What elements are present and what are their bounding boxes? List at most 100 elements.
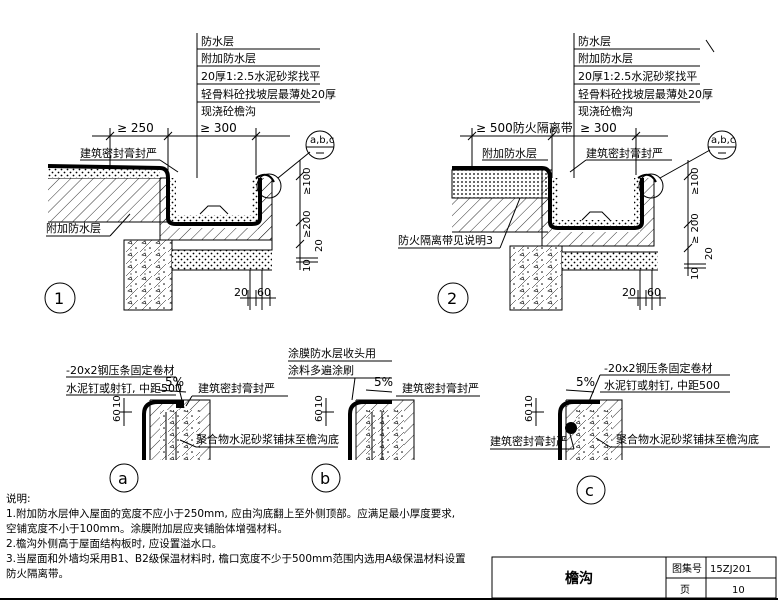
dim-label: ≥ 200 xyxy=(690,213,701,244)
detail-number-circle xyxy=(44,282,76,314)
dim-label: ≥ 500防火隔离带 xyxy=(476,120,573,135)
dim-label: 10 xyxy=(690,267,701,280)
dim-label: 20 xyxy=(314,239,325,252)
detail-label: -20x2钢压条固定卷材 xyxy=(604,361,712,375)
dimension-top-2: ≥ 500防火隔离带 ≥ 300 xyxy=(460,120,668,175)
dim-label: 20 xyxy=(622,286,636,299)
beam xyxy=(562,252,658,270)
detail-letter-circle xyxy=(576,475,606,505)
sealant-label: 建筑密封膏封严 xyxy=(490,434,567,448)
layer-label: 现浇砼檐沟 xyxy=(201,104,256,118)
dimension-right-2: ≥100 ≥ 200 20 10 xyxy=(683,160,715,280)
extra-layer-label: 附加防水层 xyxy=(46,221,101,235)
dim-label: 20 xyxy=(234,286,248,299)
detail-2: 防水层 附加防水层 20厚1:2.5水泥砂浆找平 轻骨料砼找坡层最薄处20厚 现… xyxy=(398,33,737,314)
mortar-label: 聚合物水泥砂浆铺抹至檐沟底 xyxy=(616,432,759,446)
sealant-bead xyxy=(565,422,577,434)
dimension-right-1: ≥100 ≥200 20 10 xyxy=(295,160,325,272)
gutter-screed xyxy=(170,178,258,222)
dim-label: ≥100 xyxy=(302,168,313,195)
drawing-title: 檐沟 xyxy=(565,570,593,587)
column xyxy=(510,246,562,310)
title-block: 檐沟 图集号 15ZJ201 页 10 xyxy=(491,556,777,599)
notes: 说明: 1.附加防水层伸入屋面的宽度不应小于250mm, 应由沟底翻上至外侧顶部… xyxy=(6,492,476,582)
dim-label: ≥ 300 xyxy=(580,121,617,135)
callout-bubble xyxy=(305,130,335,160)
roof-slab xyxy=(452,198,548,232)
note-line: 3.当屋面和外墙均采用B1、B2级保温材料时, 檐口宽度不少于500mm范围内选… xyxy=(6,553,466,565)
detail-1: 防水层 附加防水层 20厚1:2.5水泥砂浆找平 轻骨料砼找坡层最薄处20厚 现… xyxy=(44,33,336,314)
detail-callout-circle xyxy=(638,173,664,199)
dim-label: 10 xyxy=(302,259,313,272)
dim-label: 60 xyxy=(647,286,661,299)
dimension-top-1: ≥ 250 ≥ 300 xyxy=(92,121,290,175)
membrane xyxy=(47,164,161,170)
dim-label: 10 xyxy=(314,395,325,408)
sealant-label: 建筑密封膏封严 xyxy=(586,146,663,160)
dim-label: 60 xyxy=(257,286,271,299)
callout-text: a,b,c xyxy=(711,135,735,146)
detail-label: 水泥钉或射钉, 中距500 xyxy=(66,381,182,395)
detail-label: 涂料多遍涂刷 xyxy=(288,363,354,377)
beam xyxy=(172,250,272,270)
sealant-label: 建筑密封膏封严 xyxy=(198,381,275,395)
atlas-value: 15ZJ201 xyxy=(710,564,752,575)
detail-letter: b xyxy=(320,469,330,488)
layer-label: 防水层 xyxy=(201,34,234,48)
layer-label: 现浇砼檐沟 xyxy=(578,104,633,118)
layer-label: 附加防水层 xyxy=(578,51,633,65)
dim-label: ≥ 300 xyxy=(200,121,237,135)
layer-list-2: 防水层 附加防水层 20厚1:2.5水泥砂浆找平 轻骨料砼找坡层最薄处20厚 现… xyxy=(574,34,713,118)
slope-label: 5% xyxy=(374,375,393,389)
roof-slab xyxy=(48,178,168,222)
layer-label: 轻骨料砼找坡层最薄处20厚 xyxy=(201,87,336,101)
gutter-concrete xyxy=(542,168,654,246)
dim-label: 60 xyxy=(314,409,325,422)
detail-number: 1 xyxy=(54,289,64,308)
dim-label: ≥200 xyxy=(302,211,313,238)
fire-break-label: 防火隔离带见说明3 xyxy=(398,233,493,247)
column xyxy=(124,240,172,310)
dimension-bottom-1: 20 60 xyxy=(234,286,276,306)
page-label: 页 xyxy=(680,584,690,596)
detail-number: 2 xyxy=(447,289,457,308)
layer-label: 20厚1:2.5水泥砂浆找平 xyxy=(201,69,320,83)
detail-letter-circle xyxy=(311,463,341,493)
detail-b: 涂膜防水层收头用 涂料多遍涂刷 5% 建筑密封膏封严 60 10 b xyxy=(288,346,480,493)
atlas-label: 图集号 xyxy=(672,562,702,575)
callout-bubble xyxy=(707,130,737,160)
note-line: 防火隔离带。 xyxy=(6,568,69,580)
detail-callout-circle xyxy=(256,173,282,199)
detail-label: 涂膜防水层收头用 xyxy=(288,346,376,360)
layer-list-1: 防水层 附加防水层 20厚1:2.5水泥砂浆找平 轻骨料砼找坡层最薄处20厚 现… xyxy=(197,34,336,118)
detail-number-circle xyxy=(437,282,469,314)
callout-text: a,b,c xyxy=(310,135,334,146)
detail-label: -20x2钢压条固定卷材 xyxy=(66,363,174,377)
dim-label: 20 xyxy=(704,247,715,260)
fire-break-band xyxy=(452,170,552,198)
mortar-label: 聚合物水泥砂浆铺抹至檐沟底 xyxy=(196,432,339,446)
note-line: 空铺宽度不小于100mm。涂膜附加层应夹铺胎体增强材料。 xyxy=(6,523,288,535)
layer-label: 防水层 xyxy=(578,34,611,48)
detail-letter: c xyxy=(585,481,594,500)
detail-a: -20x2钢压条固定卷材 水泥钉或射钉, 中距500 5% 建筑密封膏封严 聚合… xyxy=(66,363,339,493)
extra-layer-label: 附加防水层 xyxy=(482,146,537,160)
dim-label: 10 xyxy=(112,395,123,408)
note-line: 1.附加防水层伸入屋面的宽度不应小于250mm, 应由沟底翻上至外侧顶部。应满足… xyxy=(6,508,456,520)
detail-letter: a xyxy=(118,469,128,488)
slope-label: 5% xyxy=(165,375,184,389)
dim-label: ≥ 250 xyxy=(117,121,154,135)
gutter-slope xyxy=(199,205,229,215)
detail-label: 水泥钉或射钉, 中距500 xyxy=(604,378,720,392)
dim-label: 60 xyxy=(524,409,535,422)
sealant-label: 建筑密封膏封严 xyxy=(402,381,479,395)
notes-heading: 说明: xyxy=(6,493,31,505)
detail-c: -20x2钢压条固定卷材 水泥钉或射钉, 中距500 5% 建筑密封膏封严 聚合… xyxy=(490,361,770,505)
layer-label: 20厚1:2.5水泥砂浆找平 xyxy=(578,69,697,83)
dim-label: 60 xyxy=(112,409,123,422)
gutter-slope xyxy=(581,211,611,221)
layer-label: 轻骨料砼找坡层最薄处20厚 xyxy=(578,87,713,101)
dim-label: 10 xyxy=(524,395,535,408)
screed-layer xyxy=(48,168,160,178)
